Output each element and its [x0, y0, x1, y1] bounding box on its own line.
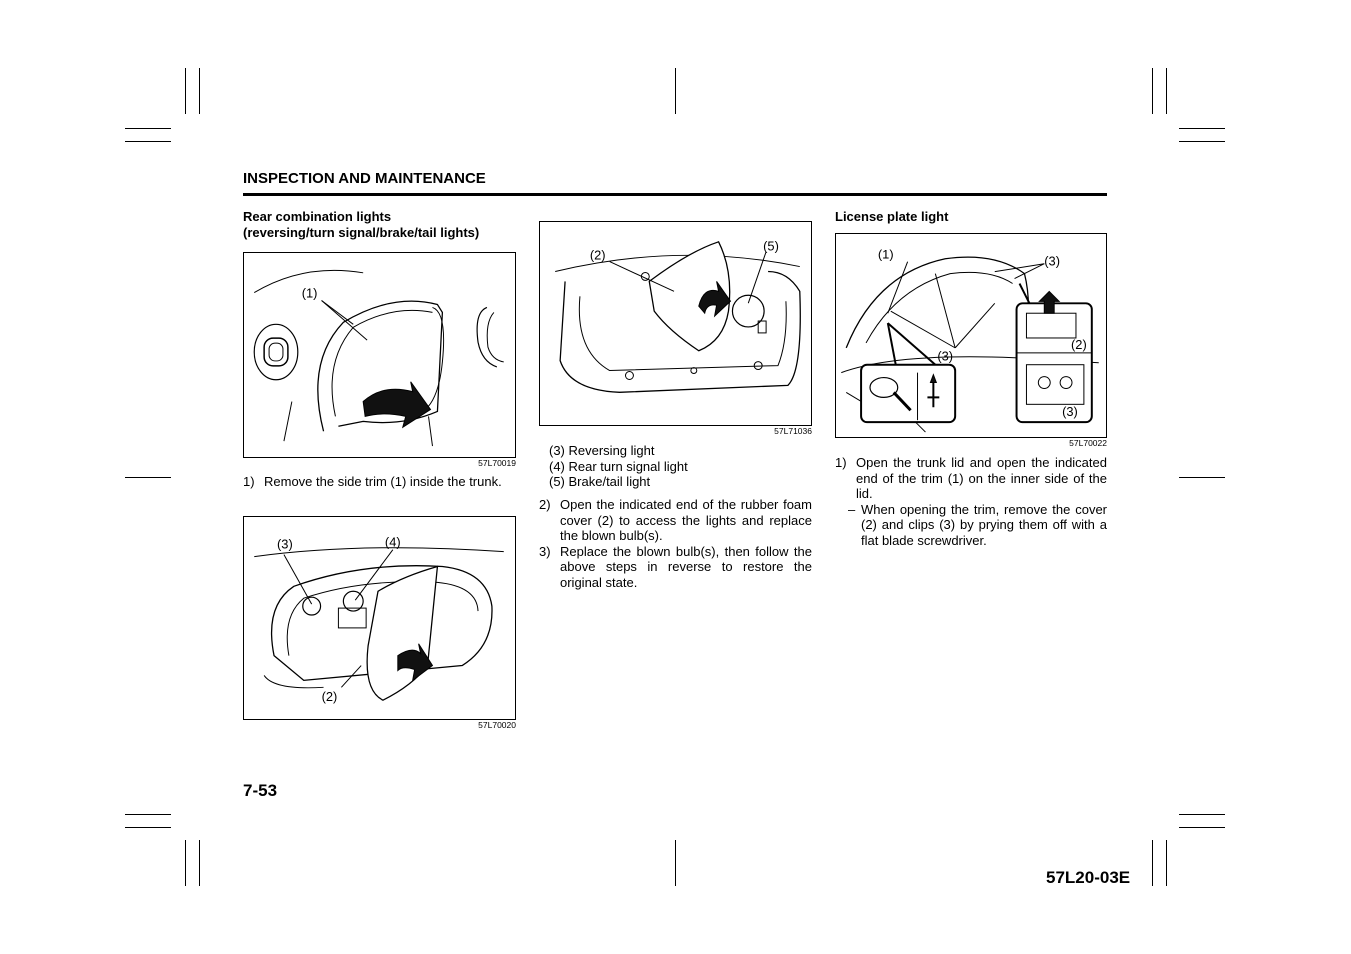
bulbs-figure: (3) (4) (2) — [243, 516, 516, 720]
license-step-1: 1) Open the trunk lid and open the indic… — [835, 455, 1107, 502]
section-title: INSPECTION AND MAINTENANCE — [243, 170, 486, 187]
figure-code-bulbs: 57L70020 — [478, 720, 516, 730]
step-number: 3) — [539, 543, 551, 559]
license-plate-heading: License plate light — [835, 209, 949, 224]
side-trim-figure: (1) — [243, 252, 516, 458]
callout-1-label: (1) — [878, 247, 894, 262]
callout-3-label: (3) — [277, 537, 293, 552]
rear-lights-heading: Rear combination lights (reversing/turn … — [243, 209, 479, 241]
step-text: Open the indicated end of the rubber foa… — [560, 497, 812, 543]
rear-lights-heading-line1: Rear combination lights — [243, 209, 392, 224]
callout-5-label: (5) — [763, 239, 779, 254]
callout-3-label: (3) — [1062, 404, 1078, 419]
legend-item: (5) Brake/tail light — [549, 474, 651, 489]
step-text: Open the trunk lid and open the indicate… — [856, 455, 1107, 501]
rear-steps-2-3: 2) Open the indicated end of the rubber … — [539, 497, 812, 590]
license-plate-figure: (1) (3) (2) (3) (3) — [835, 233, 1107, 438]
callout-leader-1 — [321, 300, 368, 341]
legend-item: (3) Reversing light — [549, 443, 655, 458]
bulbs-illustration: (3) (4) (2) — [254, 535, 504, 704]
license-plate-illustration: (1) (3) (2) (3) (3) — [841, 247, 1099, 433]
callout-3-label: (3) — [937, 349, 953, 364]
callout-4-label: (4) — [385, 535, 401, 550]
callout-3-label: (3) — [1044, 254, 1060, 269]
figure-code-side-trim: 57L70019 — [478, 458, 516, 468]
license-steps: 1) Open the trunk lid and open the indic… — [835, 455, 1107, 548]
step-number: 1) — [243, 474, 255, 489]
step-number: 2) — [539, 497, 551, 512]
rear-step-3: 3) Replace the blown bulb(s), then follo… — [539, 544, 812, 591]
legend-item: (4) Rear turn signal light — [549, 458, 688, 474]
step-number: 1) — [835, 455, 847, 470]
callout-2-label: (2) — [1071, 337, 1087, 352]
header-rule — [243, 193, 1107, 196]
foam-cover-illustration: (2) (5) — [555, 239, 801, 393]
figure-code-foam-cover: 57L71036 — [774, 426, 812, 436]
page-number: 7-53 — [243, 781, 278, 800]
substep-text: When opening the trim, remove the cover … — [861, 501, 1107, 548]
rear-step-1: 1) Remove the side trim (1) inside the t… — [243, 474, 516, 490]
step-text: Remove the side trim (1) inside the trun… — [264, 474, 502, 489]
figure-code-license-plate: 57L70022 — [1069, 438, 1107, 448]
callout-1-label: (1) — [302, 286, 318, 301]
document-code: 57L20-03E — [1046, 868, 1131, 887]
callout-2-label: (2) — [590, 248, 606, 263]
rear-step-2: 2) Open the indicated end of the rubber … — [539, 497, 812, 544]
rear-lights-heading-line2: (reversing/turn signal/brake/tail lights… — [243, 225, 480, 240]
side-trim-illustration: (1) — [253, 269, 504, 447]
substep-dash: – — [848, 501, 856, 517]
bulb-legend: (3) Reversing light (4) Rear turn signal… — [543, 443, 812, 490]
step-text: Replace the blown bulb(s), then follow t… — [560, 543, 812, 590]
license-substep: – When opening the trim, remove the cove… — [848, 502, 1107, 549]
callout-2-label: (2) — [322, 689, 338, 704]
foam-cover-figure: (2) (5) — [539, 221, 812, 426]
